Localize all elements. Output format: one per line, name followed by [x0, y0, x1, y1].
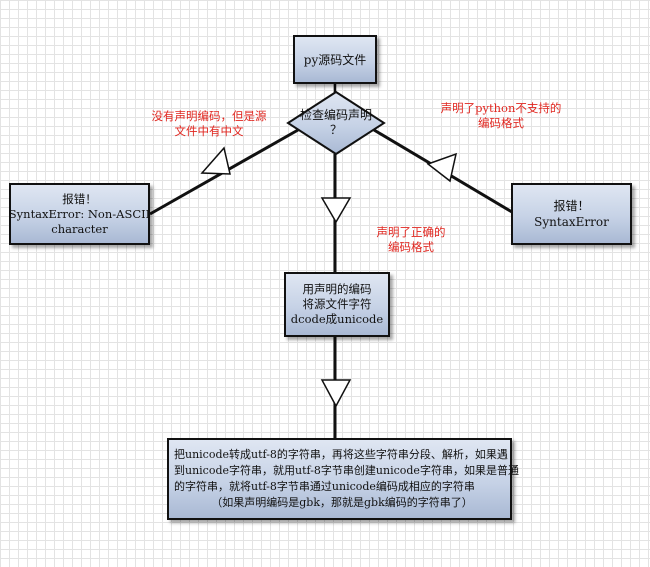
left-error-line-3: character	[51, 221, 108, 236]
source-file-label: py源码文件	[303, 52, 367, 67]
note-middle-line-2: 编码格式	[388, 240, 434, 254]
arrow-left-triangle	[200, 146, 231, 175]
decode-line-1: 用声明的编码	[302, 282, 372, 296]
right-error-line-2: SyntaxError	[534, 215, 609, 229]
arrow-right-triangle	[426, 152, 458, 183]
decode-line-3: dcode成unicode	[290, 312, 384, 326]
decision-line-1: 检查编码声明	[299, 108, 372, 122]
utf8-processing-line-1: 把unicode转成utf-8的字符串，再将这些字符串分段、解析，如果遇	[174, 448, 508, 461]
arrow-down-triangle-2	[320, 379, 352, 408]
note-unsupported-encoding: 声明了python不支持的 编码格式	[436, 101, 566, 131]
note-correct-encoding: 声明了正确的 编码格式	[366, 225, 456, 255]
utf8-processing-box: 把unicode转成utf-8的字符串，再将这些字符串分段、解析，如果遇 到un…	[167, 438, 519, 520]
right-error-box: 报错！ SyntaxError	[511, 183, 632, 245]
note-left-line-1: 没有声明编码，但是源	[151, 109, 267, 123]
utf8-processing-line-4: （如果声明编码是gbk，那就是gbk编码的字符串了）	[211, 496, 473, 509]
note-left-line-2: 文件中有中文	[174, 124, 244, 138]
left-error-line-2: SyntaxError: Non-ASCII	[8, 206, 151, 221]
decode-box: 用声明的编码 将源文件字符 dcode成unicode	[284, 272, 390, 337]
arrow-down-triangle-1	[320, 197, 352, 224]
note-middle-line-1: 声明了正确的	[376, 225, 446, 239]
note-right-line-2: 编码格式	[478, 116, 524, 130]
right-error-line-1: 报错！	[553, 199, 590, 213]
utf8-processing-line-3: 的字符串，就将utf-8字节串通过unicode编码成相应的字符串	[174, 480, 475, 493]
source-file-box: py源码文件	[293, 35, 377, 84]
utf8-processing-line-2: 到unicode字符串，就用utf-8字节串创建unicode字符串，如果是普通	[174, 464, 519, 477]
note-no-declaration: 没有声明编码，但是源 文件中有中文	[140, 109, 278, 139]
decision-text: 检查编码声明 ？	[288, 108, 384, 138]
note-right-line-1: 声明了python不支持的	[440, 101, 562, 115]
decode-line-2: 将源文件字符	[302, 297, 372, 311]
decision-line-2: ？	[329, 123, 342, 137]
left-error-line-1: 报错！	[62, 191, 97, 206]
left-error-box: 报错！ SyntaxError: Non-ASCII character	[9, 183, 150, 245]
